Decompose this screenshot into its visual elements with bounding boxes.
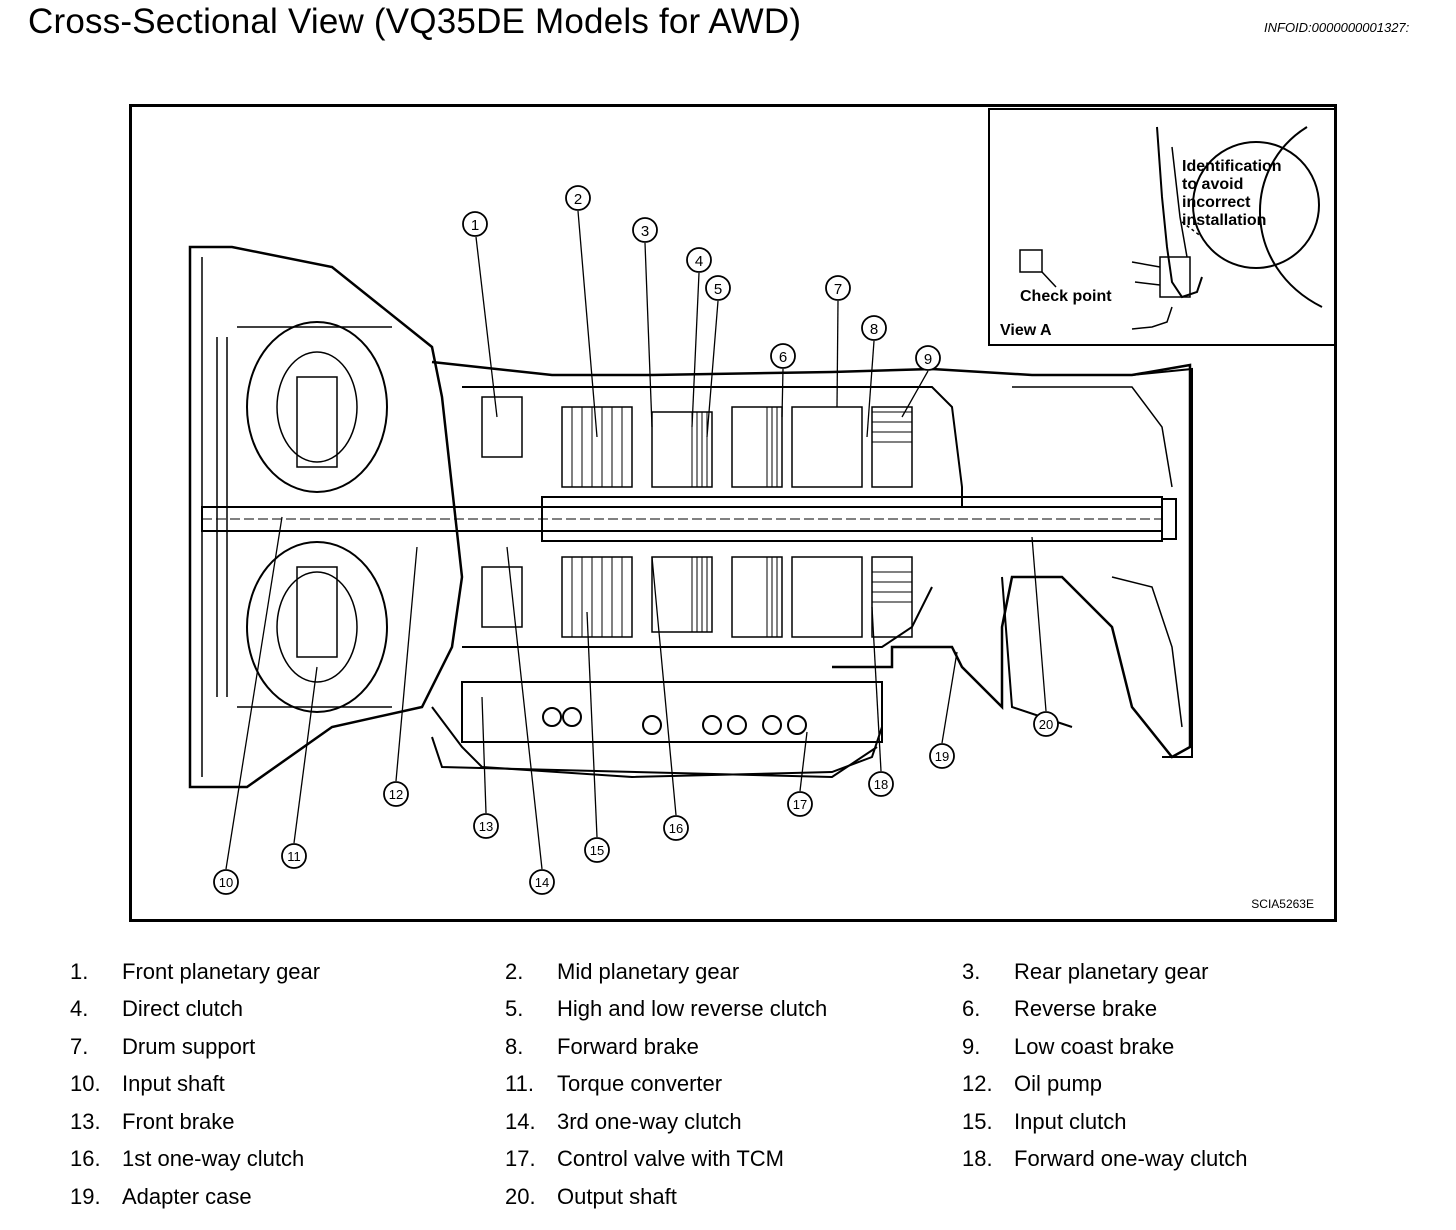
svg-text:2: 2 [574,191,582,208]
callout-11: 11 [281,843,307,869]
svg-text:19: 19 [935,749,949,764]
svg-text:3: 3 [641,223,649,240]
svg-text:5: 5 [714,281,722,298]
callout-14: 14 [529,869,555,895]
view-a-note-line-4: installation [1182,212,1266,229]
page-title: Cross-Sectional View (VQ35DE Models for … [28,2,802,41]
leader-lines [225,210,1047,870]
parts-legend: 1.Front planetary gear 2.Mid planetary g… [70,959,1248,1209]
svg-text:17: 17 [793,797,807,812]
svg-text:12: 12 [389,787,403,802]
callout-6: 6 [770,343,796,369]
svg-text:8: 8 [870,321,878,338]
svg-text:9: 9 [924,351,932,368]
svg-text:18: 18 [874,777,888,792]
svg-text:11: 11 [287,849,301,864]
svg-text:16: 16 [669,821,683,836]
callout-17: 17 [787,791,813,817]
control-valve-body [431,681,883,779]
callout-18: 18 [868,771,894,797]
svg-text:15: 15 [590,843,604,858]
view-a-note-line-2: to avoid [1182,176,1243,193]
callout-1: 1 [462,211,488,237]
gear-sets [481,396,913,638]
view-a-check-point: Check point [1020,288,1112,305]
svg-text:14: 14 [535,875,549,890]
callout-20: 20 [1033,711,1059,737]
svg-text:6: 6 [779,349,787,366]
callout-15: 15 [584,837,610,863]
adapter-case-shape [1001,367,1193,758]
callout-16: 16 [663,815,689,841]
svg-text:4: 4 [695,253,703,270]
cross-section-figure: Identification to avoid incorrect instal… [129,104,1337,922]
view-a-note-line-3: incorrect [1182,194,1251,211]
svg-text:10: 10 [219,875,233,890]
main-shaft [201,496,1177,542]
svg-text:13: 13 [479,819,493,834]
callout-7: 7 [825,275,851,301]
callout-3: 3 [632,217,658,243]
callout-12: 12 [383,781,409,807]
torque-converter-shape [216,321,392,713]
info-id: INFOID:0000000001327: [1264,20,1410,35]
figure-code: SCIA5263E [1251,897,1314,911]
callout-13: 13 [473,813,499,839]
callouts: 1 2 3 4 5 6 7 8 9 10 11 12 13 14 15 16 1… [213,185,1059,895]
view-a-note-line-1: Identification [1182,158,1282,175]
svg-text:20: 20 [1039,717,1053,732]
view-a-title: View A [1000,322,1052,339]
callout-5: 5 [705,275,731,301]
transmission-drawing: Identification to avoid incorrect instal… [188,108,1334,895]
callout-8: 8 [861,315,887,341]
callout-9: 9 [915,345,941,371]
callout-19: 19 [929,743,955,769]
callout-2: 2 [565,185,591,211]
callout-10: 10 [213,869,239,895]
svg-text:1: 1 [471,217,479,234]
svg-text:7: 7 [834,281,842,298]
callout-4: 4 [686,247,712,273]
view-a-inset: Identification to avoid incorrect instal… [988,108,1334,346]
